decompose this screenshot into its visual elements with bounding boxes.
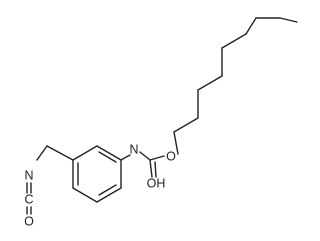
ring-ch2-bond	[46, 145, 74, 161]
nonyl-chain	[173, 17, 298, 133]
chain-bond	[221, 33, 247, 49]
ch2-n-bond	[36, 145, 48, 161]
isocyanatomethyl-group	[26, 145, 74, 215]
ring-bond	[96, 187, 122, 203]
chain-bond	[197, 75, 223, 91]
chain-bond	[173, 117, 199, 133]
carbamate-group	[120, 131, 179, 178]
ring-double-bond	[98, 151, 117, 163]
aryl-n-bond	[120, 154, 131, 161]
chain-bond	[245, 17, 257, 35]
chemical-structure-diagram: N OH O N C O	[24, 17, 298, 228]
isocyanate-o-label: O	[24, 214, 34, 228]
ring-bond	[72, 145, 98, 161]
amine-n-label: N	[129, 142, 138, 156]
o-chain-bond	[173, 131, 179, 155]
hydroxyl-label: OH	[147, 176, 166, 190]
c-oh-bond	[149, 159, 153, 178]
c-oh-double-bond	[154, 161, 157, 178]
ring-double-bond	[98, 184, 117, 196]
isocyanate-c-label: C	[24, 192, 33, 206]
c-o-bond	[149, 155, 165, 161]
ester-oxygen-label: O	[166, 149, 176, 163]
isocyanate-n-label: N	[24, 168, 33, 182]
n-c-bond	[139, 151, 151, 161]
benzene-ring	[72, 145, 122, 203]
ring-bond	[72, 187, 98, 203]
ring-bond	[96, 145, 122, 161]
chain-bond	[279, 17, 298, 23]
